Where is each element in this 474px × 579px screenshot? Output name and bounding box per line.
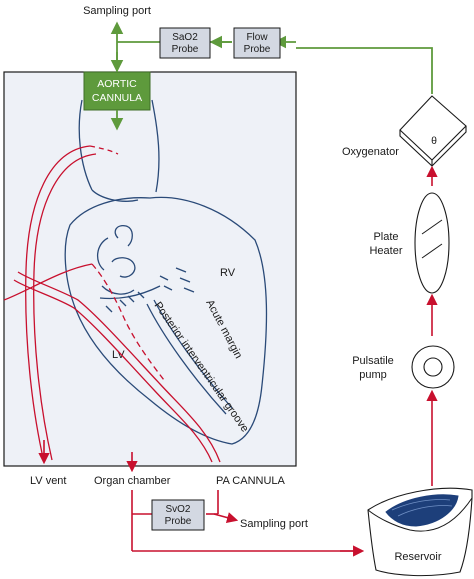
pulsatile-pump-label-line2: pump — [359, 369, 387, 381]
plate-heater-icon — [415, 193, 449, 293]
rv-label: RV — [220, 267, 236, 279]
sampling-port-top-label: Sampling port — [83, 5, 151, 17]
flow-probe-label-line2: Probe — [244, 44, 271, 55]
reservoir-label: Reservoir — [394, 551, 441, 563]
svo2-probe-label-line1: SvO2 — [165, 504, 190, 515]
sao2-probe-label-line2: Probe — [172, 44, 199, 55]
oxygenator-symbol: θ — [431, 135, 437, 147]
sampling-port-bottom-arrow — [214, 514, 236, 520]
pulsatile-pump-label-line1: Pulsatile — [352, 355, 394, 367]
plate-heater-label-line2: Heater — [369, 245, 402, 257]
plate-heater-label-line1: Plate — [373, 231, 398, 243]
aortic-cannula-label-line2: CANNULA — [92, 92, 142, 104]
sao2-probe-label-line1: SaO2 — [172, 32, 198, 43]
sampling-port-bottom-label: Sampling port — [240, 518, 308, 530]
flow-probe-label-line1: Flow — [246, 32, 268, 43]
heart-panel — [4, 72, 296, 466]
lv-vent-label: LV vent — [30, 475, 67, 487]
lv-label: LV — [112, 349, 125, 361]
pulsatile-pump-inner — [424, 358, 442, 376]
oxygenator-label: Oxygenator — [342, 146, 399, 158]
oxygenator-icon — [400, 96, 466, 166]
aortic-cannula-label-line1: AORTIC — [97, 78, 137, 90]
pa-cannula-label: PA CANNULA — [216, 475, 286, 487]
svo2-probe-label-line2: Probe — [165, 516, 192, 527]
organ-chamber-label: Organ chamber — [94, 475, 171, 487]
